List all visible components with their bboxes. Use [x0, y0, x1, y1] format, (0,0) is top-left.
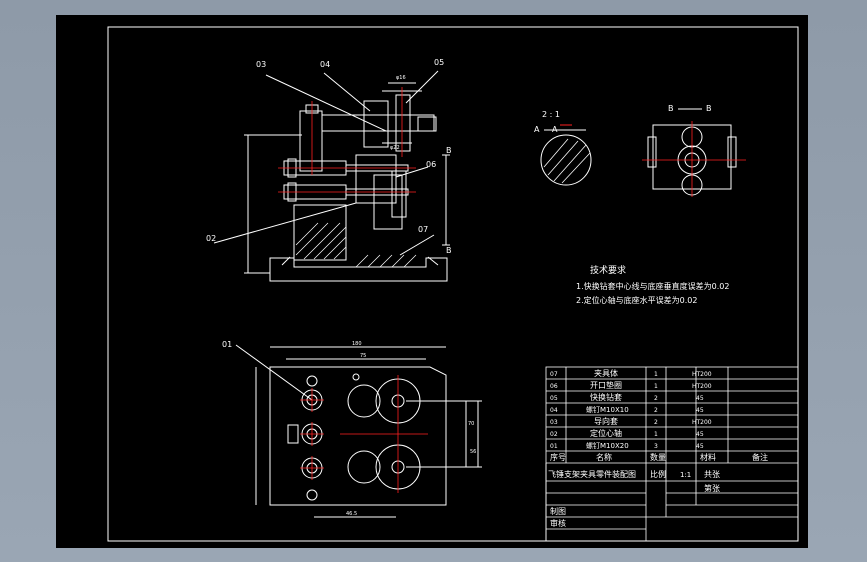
row-04-name: 螺钉M10X10: [586, 405, 629, 414]
support-column: [293, 204, 347, 261]
cad-drawing: 03 04 05 06 02 07 B B φ16 φ22 2 : 1 A A …: [107, 26, 799, 542]
section-b-centerlines: [642, 121, 746, 197]
hatch-base: [355, 254, 417, 268]
top-view-centerlines: [300, 375, 428, 493]
header-no: 序号: [550, 452, 566, 462]
front-centerlines: [278, 87, 416, 193]
row-07-no: 07: [550, 371, 558, 378]
front-view: [213, 70, 448, 282]
row-06-material: HT200: [692, 383, 712, 390]
dim-right-1: 70: [468, 421, 474, 427]
drill-bushing: [395, 94, 411, 152]
row-02-qty: 1: [654, 431, 658, 438]
tech-title: 技术要求: [590, 264, 626, 276]
row-04-qty: 2: [654, 407, 658, 414]
tech-line-1: 1.快换钻套中心线与底座垂直度误差为0.02: [576, 281, 729, 291]
label-04: 04: [320, 60, 330, 69]
row-02-name: 定位心轴: [590, 428, 622, 438]
row-03-name: 导向套: [594, 416, 618, 426]
drill-plate: [321, 114, 435, 132]
row-06-qty: 1: [654, 383, 658, 390]
row-07-name: 夹具体: [594, 368, 618, 378]
section-b-top: B: [446, 146, 452, 155]
row-01-qty: 3: [654, 443, 658, 450]
label-06: 06: [426, 160, 436, 169]
locating-mandrel: [373, 174, 403, 230]
row-07-material: HT200: [692, 371, 712, 378]
row-04-material: 45: [696, 407, 704, 414]
section-a-left: A: [534, 125, 540, 134]
row-02-material: 45: [696, 431, 704, 438]
leader-06: [395, 166, 429, 178]
label-05: 05: [434, 58, 444, 67]
hatch-column: [295, 222, 347, 260]
dim-top-mid: φ22: [390, 145, 400, 151]
row-03-qty: 2: [654, 419, 658, 426]
parts-table: [545, 366, 799, 542]
header-note: 备注: [752, 452, 768, 462]
leader-05: [405, 70, 439, 104]
label-07: 07: [418, 225, 428, 234]
section-a-view: [540, 124, 592, 186]
row-05-qty: 2: [654, 395, 658, 402]
row-07-qty: 1: [654, 371, 658, 378]
row-01-material: 45: [696, 443, 704, 450]
section-scale: 2 : 1: [542, 110, 560, 119]
row-02-no: 02: [550, 431, 558, 438]
leader-03: [265, 74, 387, 132]
drawing-border: [107, 26, 799, 542]
title-block-title: 飞锤支架夹具零件装配图: [548, 469, 636, 479]
section-bb-left: B: [668, 104, 674, 113]
sheet-number-label: 第张: [704, 483, 720, 493]
leader-04: [323, 72, 371, 112]
row-04-no: 04: [550, 407, 558, 414]
dim-width-inner: 75: [360, 353, 366, 359]
scale-value: 1:1: [680, 471, 691, 479]
row-05-name: 快换钻套: [590, 392, 622, 402]
drawn-by-label: 制图: [550, 506, 566, 516]
top-view: [235, 344, 482, 518]
leader-07: [399, 234, 435, 256]
scale-label: 比例: [650, 469, 666, 479]
row-05-no: 05: [550, 395, 558, 402]
sheet-count-label: 共张: [704, 470, 720, 479]
header-material: 材料: [700, 452, 716, 462]
checked-by-label: 审核: [550, 518, 566, 528]
base-outline: [269, 257, 448, 282]
leader-02: [213, 202, 357, 244]
tech-line-2: 2.定位心轴与底座水平误差为0.02: [576, 295, 697, 305]
top-view-outline: [269, 366, 447, 506]
section-bb-right: B: [706, 104, 712, 113]
dim-bottom: 46.5: [346, 511, 357, 517]
row-05-material: 45: [696, 395, 704, 402]
section-b-marks: [442, 154, 450, 246]
label-02: 02: [206, 234, 216, 243]
section-b-bottom: B: [446, 246, 452, 255]
row-01-no: 01: [550, 443, 558, 450]
dim-width-total: 180: [352, 341, 362, 347]
dim-top-small: φ16: [396, 75, 406, 81]
row-03-no: 03: [550, 419, 558, 426]
vertical-arm: [299, 110, 323, 172]
label-01: 01: [222, 340, 232, 349]
row-01-name: 螺钉M10X20: [586, 441, 629, 450]
row-03-material: HT200: [692, 419, 712, 426]
header-name: 名称: [596, 452, 612, 462]
row-06-name: 开口垫圈: [590, 380, 622, 390]
dim-right-2: 56: [470, 449, 476, 455]
row-06-no: 06: [550, 383, 558, 390]
header-qty: 数量: [650, 452, 666, 462]
label-03: 03: [256, 60, 266, 69]
drawing-sheet: 03 04 05 06 02 07 B B φ16 φ22 2 : 1 A A …: [56, 15, 808, 548]
section-a-right: A: [552, 125, 558, 134]
